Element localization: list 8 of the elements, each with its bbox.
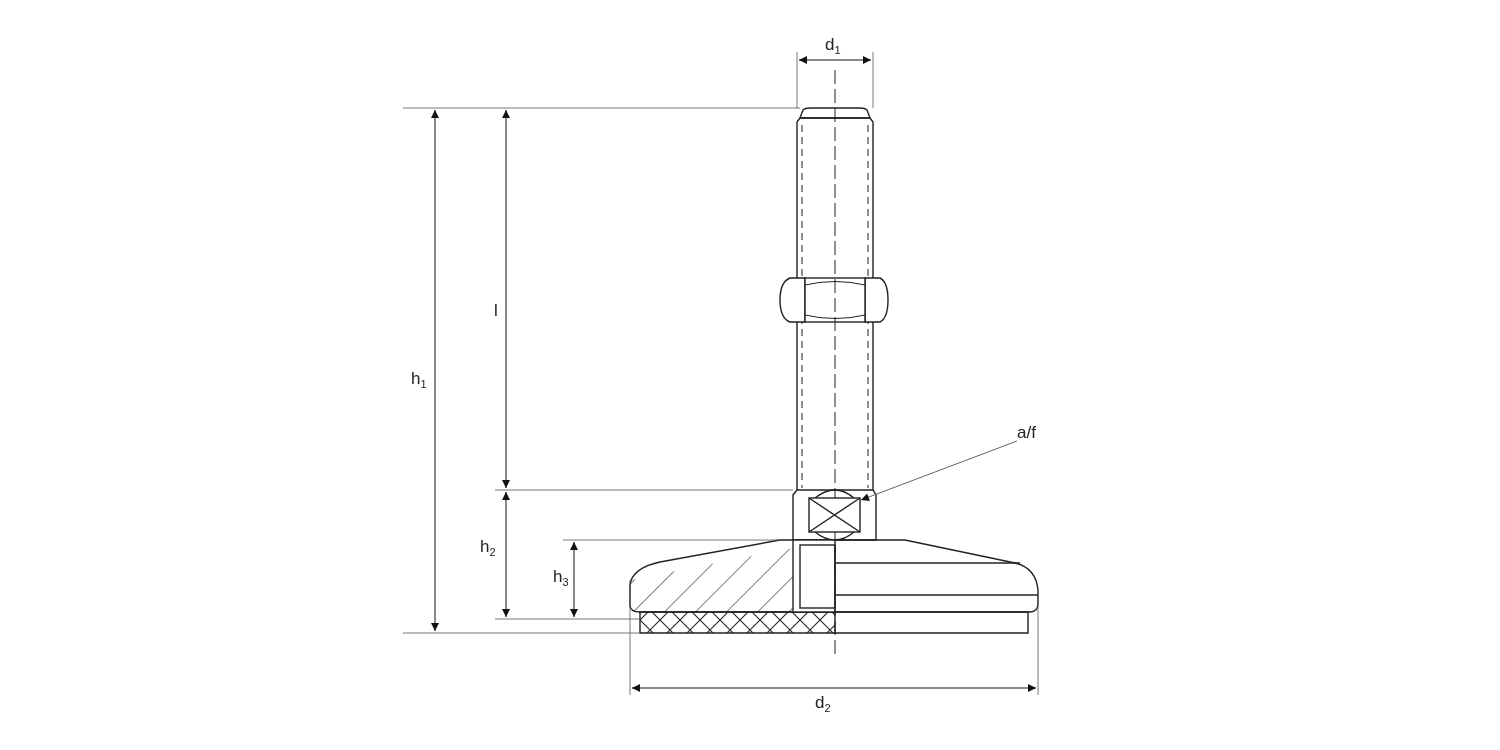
dimension-label: d$_{2}$ xyxy=(815,694,831,715)
dimension-label: l xyxy=(494,302,498,319)
dimension-label: d$_{1}$ xyxy=(825,36,841,57)
square-drive xyxy=(808,497,861,533)
dimension-label: h$_{1}$ xyxy=(411,370,427,391)
dimension-label: h$_{3}$ xyxy=(553,568,569,589)
callout-text: a/f xyxy=(1017,424,1036,441)
dimension-label: h$_{2}$ xyxy=(480,538,496,559)
